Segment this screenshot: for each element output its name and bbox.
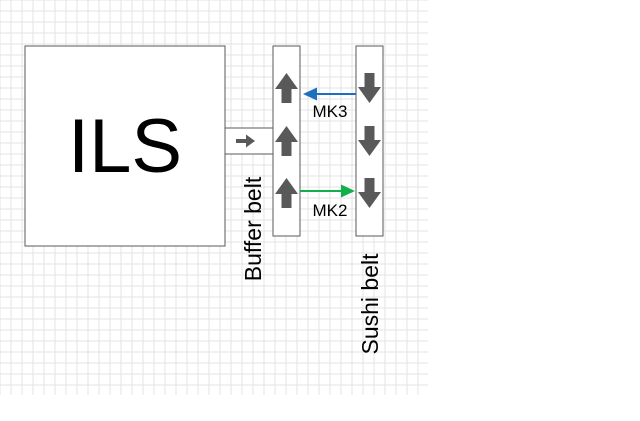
down-arrow-icon [358, 73, 381, 103]
ils-box [24, 45, 226, 247]
feed-arrow-icon [236, 134, 255, 148]
mk2-label: MK2 [313, 201, 348, 220]
mk3-label: MK3 [313, 102, 348, 121]
up-arrow-icon [275, 178, 298, 208]
buffer-belt-label: Buffer belt [240, 176, 266, 281]
mk3-arrow [303, 87, 356, 101]
up-arrow-icon [275, 73, 298, 103]
down-arrow-icon [358, 126, 381, 156]
ils-label: ILS [68, 104, 182, 189]
sushi-belt-label: Sushi belt [357, 253, 383, 355]
mk2-arrow [300, 184, 355, 198]
up-arrow-icon [275, 126, 298, 156]
down-arrow-icon [358, 178, 381, 208]
